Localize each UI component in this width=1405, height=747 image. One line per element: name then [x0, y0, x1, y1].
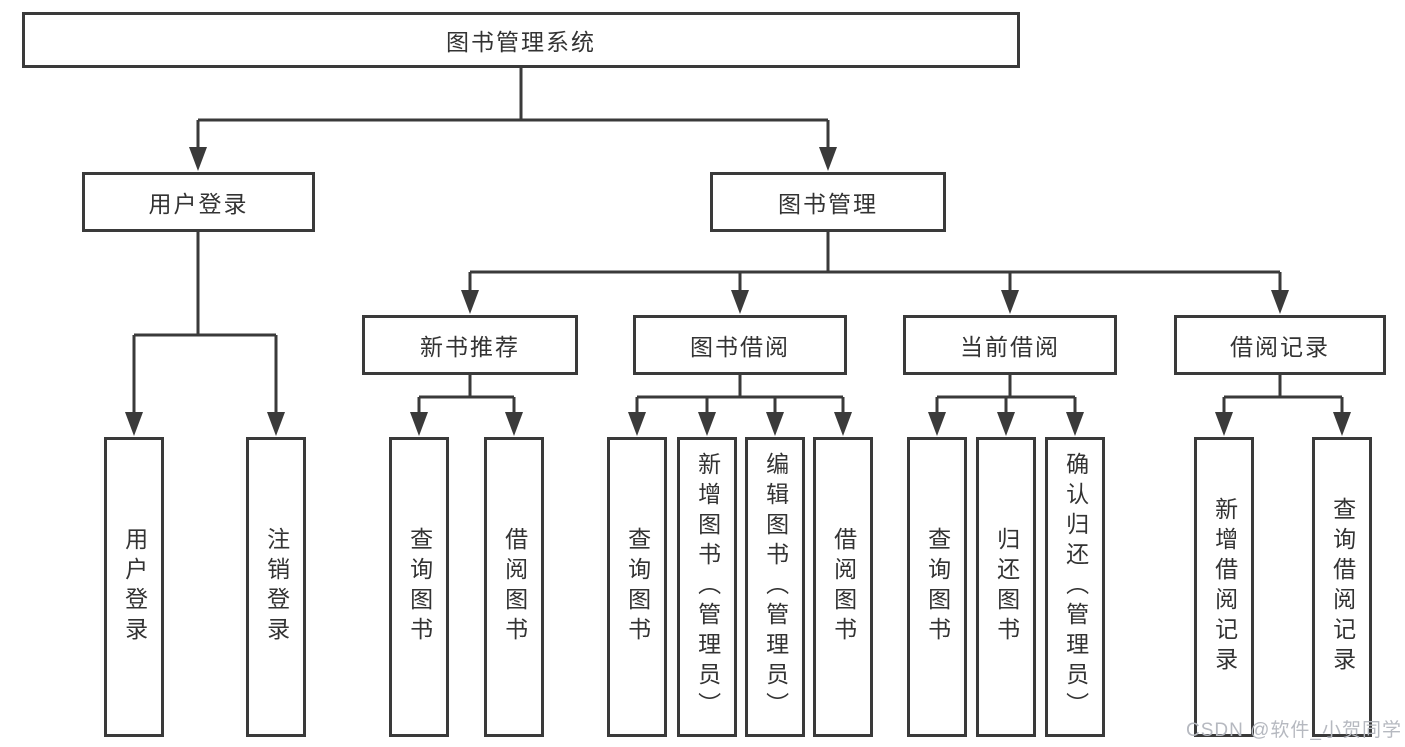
- node-book-borrowing: 图书借阅: [633, 315, 847, 375]
- leaf-label: 注销登录: [263, 527, 290, 647]
- node-leaf-add-books-admin: 新增图书（管理员）: [677, 437, 737, 737]
- node-leaf-return-books: 归还图书: [976, 437, 1036, 737]
- node-book-management-module: 图书管理: [710, 172, 946, 232]
- node-borrowing-records: 借阅记录: [1174, 315, 1386, 375]
- connector-bookmgmt-to-level3: [468, 232, 1282, 295]
- node-leaf-logout: 注销登录: [246, 437, 306, 737]
- leaf-label: 查询借阅记录: [1329, 497, 1356, 677]
- connector-bookborrow-to-leaves: [635, 375, 845, 417]
- leaf-label: 查询图书: [624, 527, 651, 647]
- connector-root-to-level2: [196, 68, 830, 152]
- node-leaf-search-books-rec: 查询图书: [389, 437, 449, 737]
- leaf-label: 编辑图书（管理员）: [762, 452, 789, 722]
- connector-userlogin-to-leaves: [132, 232, 278, 417]
- leaf-label: 新增图书（管理员）: [694, 452, 721, 722]
- leaf-label: 查询图书: [924, 527, 951, 647]
- leaf-label: 借阅图书: [501, 527, 528, 647]
- node-leaf-borrow-books-rec: 借阅图书: [484, 437, 544, 737]
- leaf-label: 新增借阅记录: [1211, 497, 1238, 677]
- node-new-book-recommendation: 新书推荐: [362, 315, 578, 375]
- leaf-label: 查询图书: [406, 527, 433, 647]
- node-leaf-confirm-return-admin: 确认归还（管理员）: [1045, 437, 1105, 737]
- leaf-label: 确认归还（管理员）: [1062, 452, 1089, 722]
- node-current-borrowing: 当前借阅: [903, 315, 1117, 375]
- node-leaf-add-borrow-record: 新增借阅记录: [1194, 437, 1254, 737]
- connector-newbookrec-to-leaves: [417, 375, 516, 417]
- leaf-label: 归还图书: [993, 527, 1020, 647]
- node-leaf-search-books-borrow: 查询图书: [607, 437, 667, 737]
- connector-currentborrow-to-leaves: [935, 375, 1077, 417]
- leaf-label: 用户登录: [121, 527, 148, 647]
- csdn-watermark: CSDN @软件_小贺同学: [1186, 720, 1402, 741]
- node-user-login-module: 用户登录: [82, 172, 315, 232]
- connector-borrowrecord-to-leaves: [1222, 375, 1344, 417]
- leaf-label: 借阅图书: [830, 527, 857, 647]
- node-leaf-search-books-current: 查询图书: [907, 437, 967, 737]
- node-leaf-search-borrow-record: 查询借阅记录: [1312, 437, 1372, 737]
- node-leaf-borrow-books: 借阅图书: [813, 437, 873, 737]
- node-leaf-user-login: 用户登录: [104, 437, 164, 737]
- node-library-management-system: 图书管理系统: [22, 12, 1020, 68]
- node-leaf-edit-books-admin: 编辑图书（管理员）: [745, 437, 805, 737]
